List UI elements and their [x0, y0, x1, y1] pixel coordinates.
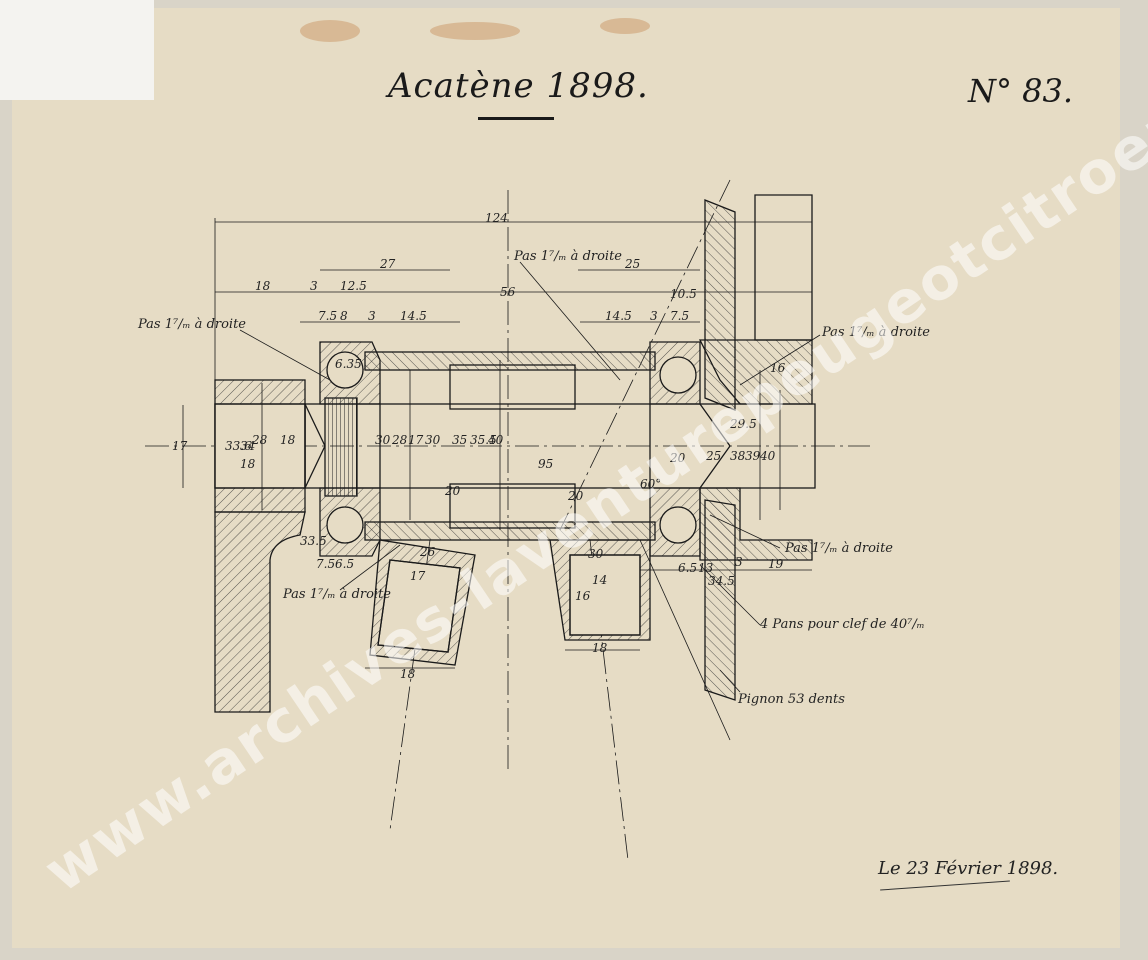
dim-label: 33.6 [225, 439, 252, 453]
dim-label: 56 [500, 285, 516, 299]
dim-label: 19 [768, 557, 784, 571]
dim-label: 29.5 [729, 417, 757, 431]
dim-label: 30 [375, 433, 391, 447]
dim-label: 26 [419, 545, 436, 559]
paper [12, 8, 1120, 948]
dim-label: 35 [452, 433, 467, 447]
dim-label: 20 [444, 484, 461, 498]
annotation-pas-left-top: Pas 1⁷/ₘ à droite [137, 317, 246, 332]
dim-label: 14.5 [400, 309, 427, 323]
dim-label: 34 [240, 439, 255, 453]
drawing-number: N° 83. [968, 72, 1074, 110]
dim-label: 40 [487, 433, 504, 447]
dim-label: 38 [730, 449, 746, 463]
title-underline [478, 117, 554, 120]
dim-label: 34.5 [708, 574, 735, 588]
dim-label: 27 [379, 257, 396, 271]
dim-label: 16 [575, 589, 591, 603]
dim-label: 6.5 [678, 561, 697, 575]
dim-label: 33.5 [300, 534, 327, 548]
dim-label: 17 [408, 433, 424, 447]
dim-label: 18 [240, 457, 256, 471]
scan-corner [0, 0, 154, 100]
annotation-labels: Pas 1⁷/ₘ à droite Pas 1⁷/ₘ à droite Pas … [137, 249, 930, 707]
stain [600, 18, 650, 34]
dim-label: 28 [251, 433, 268, 447]
annotation-pas-left-bottom: Pas 1⁷/ₘ à droite [282, 587, 391, 602]
dim-label: 3 [368, 309, 376, 323]
dim-label: 20 [669, 451, 686, 465]
dim-label: 7.5 [670, 309, 689, 323]
annotation-pignon: Pignon 53 dents [737, 692, 845, 707]
dim-label: 16 [770, 361, 786, 375]
dim-label: 12.5 [340, 279, 367, 293]
dim-label: 25 [624, 257, 640, 271]
dim-label: 17 [410, 569, 426, 583]
dim-label: 95 [538, 457, 553, 471]
dim-label: 8 [340, 309, 348, 323]
dim-label: 18 [592, 641, 608, 655]
dim-label: 25 [705, 449, 721, 463]
dim-label: 60° [640, 477, 661, 491]
dim-label: 14 [592, 573, 607, 587]
annotation-pas-right-bottom: Pas 1⁷/ₘ à droite [784, 541, 893, 556]
dim-label: 3 [650, 309, 658, 323]
dim-label: 30 [588, 547, 604, 561]
annotation-pas-right-top: Pas 1⁷/ₘ à droite [821, 325, 930, 340]
dim-label: 39 [745, 449, 761, 463]
annotation-pans: 4 Pans pour clef de 40⁷/ₘ [759, 617, 925, 632]
dim-label: 18 [255, 279, 271, 293]
dim-label: 124 [485, 211, 508, 225]
stain [430, 22, 520, 40]
dim-label: 17 [172, 439, 188, 453]
dim-label: 7.5 [318, 309, 337, 323]
dim-label: 30 [425, 433, 441, 447]
dim-label: 6.5 [335, 557, 354, 571]
dim-label: 40 [759, 449, 776, 463]
dim-label: 18 [400, 667, 416, 681]
dim-label: 3 [310, 279, 318, 293]
dim-label: 18 [280, 433, 296, 447]
dim-label: 6.35 [335, 357, 362, 371]
dimension-labels: 124 27 25 18 3 12.5 56 10.5 7.5 8 3 14.5… [172, 211, 786, 681]
drawing-title: Acatène 1898. [388, 66, 649, 106]
stain [300, 20, 360, 42]
dim-label: 14.5 [605, 309, 632, 323]
dim-label: 28 [391, 433, 408, 447]
dim-label: 3 [735, 555, 743, 569]
outlines [145, 179, 870, 861]
drawing-date: Le 23 Février 1898. [878, 858, 1059, 879]
dim-label: 20 [567, 489, 584, 503]
dim-label: 35.5 [470, 433, 497, 447]
annotation-pas-center-top: Pas 1⁷/ₘ à droite [513, 249, 622, 264]
dim-label: 7.5 [316, 557, 335, 571]
dim-label: 10.5 [670, 287, 697, 301]
dim-label: 13 [698, 561, 714, 575]
